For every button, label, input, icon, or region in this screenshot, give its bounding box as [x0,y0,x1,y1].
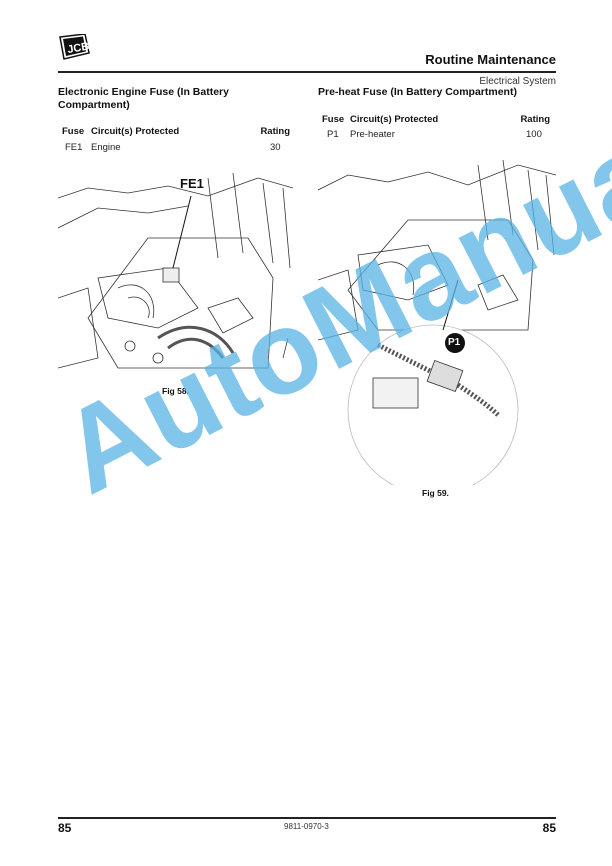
left-heading: Electronic Engine Fuse (In Battery Compa… [58,86,229,111]
col-rating: Rating [260,126,290,137]
document-number: 9811-0970-3 [284,822,329,831]
battery-compartment-illustration-p1 [318,160,557,485]
subsection-title: Electrical System [479,76,556,87]
circuit-name: Engine [91,142,121,153]
fig-59-caption: Fig 59. [422,488,449,498]
p1-callout-label: P1 [448,337,461,348]
footer-rule [58,817,556,819]
svg-text:JCB: JCB [66,40,90,56]
header-rule [58,71,556,73]
right-heading: Pre-heat Fuse (In Battery Compartment) [318,86,517,98]
page-number-left: 85 [58,821,72,835]
rating-value: 100 [526,129,542,140]
col-circuit: Circuit(s) Protected [350,114,439,125]
rating-value: 30 [270,142,281,153]
jcb-logo: JCB [58,33,90,60]
col-fuse: Fuse [62,126,85,137]
fuse-id: P1 [327,129,339,140]
right-fuse-table: Fuse Circuit(s) Protected Rating P1 Pre-… [322,114,550,148]
page-number-right: 85 [542,821,556,835]
battery-compartment-illustration-fe1 [58,172,293,369]
section-title: Routine Maintenance [425,52,556,67]
fe1-callout-label: FE1 [180,176,204,191]
fuse-id: FE1 [65,142,83,153]
left-fuse-table: Fuse Circuit(s) Protected Rating FE1 Eng… [62,126,292,160]
col-fuse: Fuse [322,114,345,125]
col-rating: Rating [520,114,550,125]
col-circuit: Circuit(s) Protected [91,126,180,137]
circuit-name: Pre-heater [350,129,395,140]
fig-58-caption: Fig 58. [162,386,189,396]
